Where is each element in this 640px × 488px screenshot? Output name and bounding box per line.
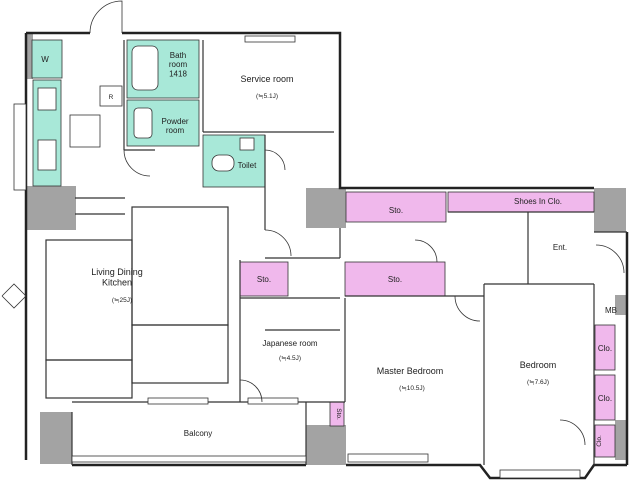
storage-areas	[239, 191, 616, 458]
closet-1-label: Clo.	[598, 344, 612, 353]
japanese-room-size: (≒4.5J)	[279, 355, 301, 362]
doors	[1, 0, 625, 446]
storage-center-label: Sto.	[388, 275, 402, 284]
japanese-room-label: Japanese room	[262, 339, 317, 348]
bedroom-size: (≒7.6J)	[527, 379, 549, 386]
service-room-size: (≒5.1J)	[256, 93, 278, 100]
toilet-tank	[239, 137, 255, 151]
storage-left-mid	[239, 261, 289, 297]
balcony-label: Balcony	[184, 429, 212, 438]
pillars	[26, 33, 627, 465]
washer-area	[31, 39, 63, 79]
toilet-label: Toilet	[238, 161, 257, 170]
fixtures	[37, 45, 255, 172]
meter-box-label: MB	[605, 306, 617, 315]
stove	[37, 87, 57, 111]
closet-2	[594, 374, 616, 421]
washbasin	[133, 107, 153, 139]
entrance-label: Ent.	[553, 243, 567, 252]
washer-label: W	[41, 55, 49, 64]
interior-walls	[45, 40, 627, 465]
fridge-box	[99, 85, 123, 107]
closet-2-label: Clo.	[598, 394, 612, 403]
fridge-label: R	[109, 94, 114, 101]
bathtub	[131, 45, 159, 91]
closet-1	[594, 324, 616, 371]
service-room-label: Service room	[240, 74, 293, 84]
shoes-closet-label: Shoes In Clo.	[514, 197, 562, 206]
closet-3	[594, 424, 616, 458]
storage-left-label: Sto.	[257, 275, 271, 284]
living-size: (≒25J)	[112, 297, 132, 304]
windows	[13, 35, 581, 479]
storage-top-label: Sto.	[389, 206, 403, 215]
range-hood	[69, 114, 101, 148]
front-door	[89, 0, 123, 34]
toilet-bowl	[211, 154, 235, 172]
sink	[37, 139, 57, 171]
master-bedroom-label: Master Bedroom	[377, 366, 444, 376]
bedroom-label: Bedroom	[520, 360, 557, 370]
storage-balcony-label: Sto.	[335, 408, 342, 420]
master-bedroom-size: (≒10.5J)	[399, 385, 425, 392]
closet-3-label: Clo.	[596, 435, 603, 447]
storage-top	[345, 191, 447, 223]
